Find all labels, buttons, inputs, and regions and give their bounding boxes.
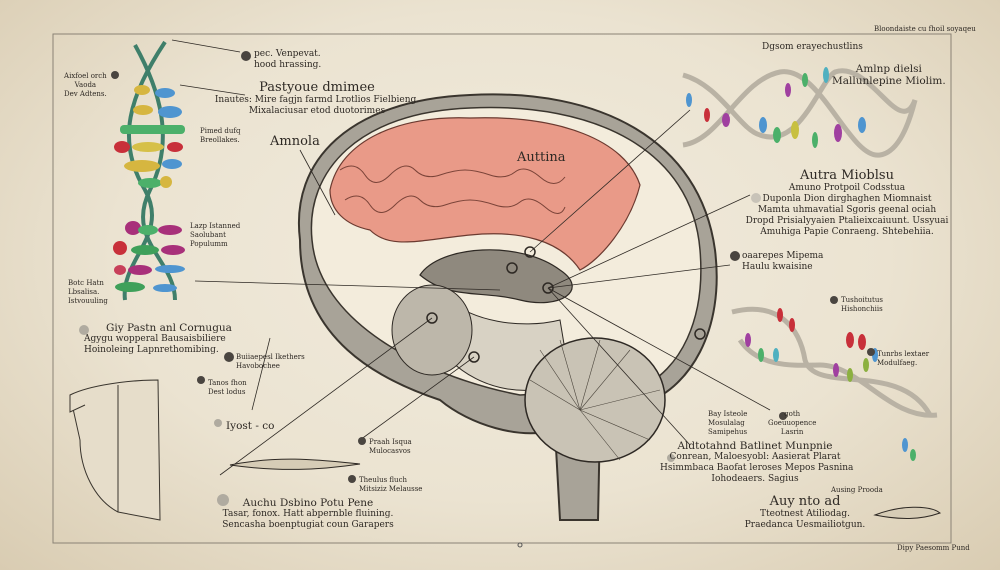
marker-balls bbox=[79, 51, 875, 506]
dna-helix-upper-right bbox=[682, 67, 918, 158]
dna-helix-lower-right bbox=[731, 306, 938, 461]
spindle-sketch bbox=[229, 458, 361, 470]
label-auttina: Auttina bbox=[517, 150, 566, 165]
corner-caption-top: Bloondaiste cu fhoil soyaqeu bbox=[874, 25, 976, 33]
brain-illustration bbox=[297, 93, 718, 521]
dna-helix-left bbox=[113, 40, 185, 301]
label-amnola: Amnola bbox=[270, 134, 320, 149]
spindle-sketch-small bbox=[873, 506, 942, 520]
corner-caption-bottom: Dipy Paesomm Pund bbox=[897, 544, 970, 552]
label-ausing: Ausing Prooda bbox=[831, 486, 883, 494]
label-pec: pec. Venpevat.hood hrassing. bbox=[254, 49, 322, 70]
label-iyost: Iyost - co bbox=[226, 420, 275, 432]
leader-lines bbox=[171, 39, 771, 476]
label-dgsom: Dgsom erayechustlins bbox=[762, 42, 863, 52]
frame-border bbox=[52, 33, 952, 544]
frame-ornament bbox=[517, 542, 523, 548]
tissue-sketch bbox=[69, 379, 161, 521]
